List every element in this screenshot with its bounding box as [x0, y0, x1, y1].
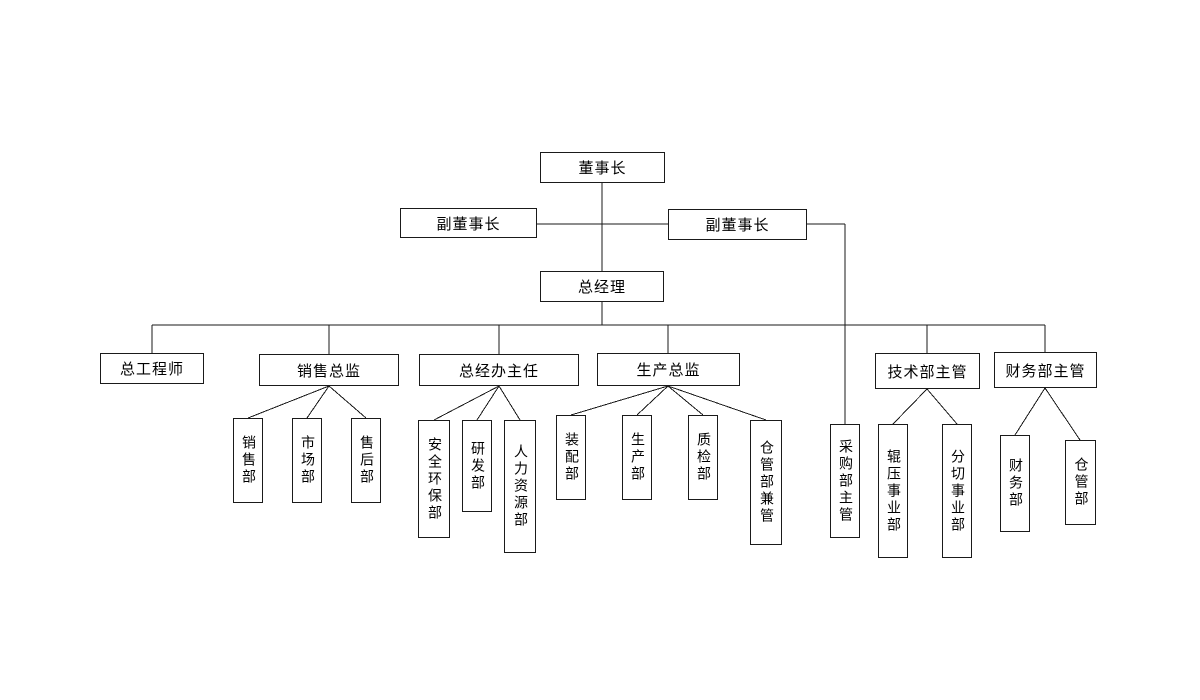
- org-node-warehouse-dept-label: 仓管部: [1072, 457, 1089, 508]
- org-node-finance-dept-manager-label: 财务部主管: [1005, 361, 1086, 380]
- org-node-general-manager: 总经理: [540, 271, 664, 302]
- org-node-safety-env-dept: 安全环保部: [418, 420, 450, 538]
- org-node-hr-dept-label: 人力资源部: [512, 444, 528, 529]
- org-node-sales-dept-label: 销售部: [240, 435, 256, 486]
- org-node-slitting-division-label: 分切事业部: [949, 448, 965, 534]
- org-node-sales-dept: 销售部: [233, 418, 263, 503]
- org-node-tech-dept-manager-label: 技术部主管: [887, 362, 968, 381]
- org-node-purchasing-manager: 采购部主管: [830, 424, 860, 538]
- org-node-warehouse-dept: 仓管部: [1065, 440, 1096, 525]
- org-node-slitting-division: 分切事业部: [942, 424, 972, 558]
- org-node-production-director: 生产总监: [597, 353, 740, 386]
- org-node-finance-dept: 财务部: [1000, 435, 1030, 532]
- org-node-purchasing-manager-label: 采购部主管: [837, 438, 853, 524]
- org-node-rd-dept-label: 研发部: [469, 440, 485, 492]
- org-node-warehouse-joint-dept-label: 仓管部兼管: [758, 440, 774, 525]
- org-node-safety-env-dept-label: 安全环保部: [426, 436, 442, 522]
- org-node-vice-chairman-left: 副董事长: [400, 208, 537, 238]
- org-node-assembly-dept-label: 装配部: [563, 432, 579, 483]
- org-node-general-manager-label: 总经理: [577, 278, 626, 296]
- org-node-chairman: 董事长: [540, 152, 665, 183]
- org-node-chairman-label: 董事长: [578, 159, 627, 177]
- org-node-quality-dept-label: 质检部: [695, 432, 711, 483]
- org-node-sales-director: 销售总监: [259, 354, 399, 386]
- org-node-market-dept-label: 市场部: [299, 435, 315, 486]
- org-node-finance-dept-manager: 财务部主管: [994, 352, 1097, 388]
- org-node-assembly-dept: 装配部: [556, 415, 586, 500]
- org-node-roll-press-division-label: 辊压事业部: [885, 448, 901, 534]
- org-node-tech-dept-manager: 技术部主管: [875, 353, 980, 389]
- org-node-vice-chairman-right-label: 副董事长: [705, 216, 770, 234]
- org-node-aftersales-dept: 售后部: [351, 418, 381, 503]
- org-node-finance-dept-label: 财务部: [1007, 458, 1023, 509]
- org-node-vice-chairman-right: 副董事长: [668, 209, 807, 240]
- org-node-aftersales-dept-label: 售后部: [358, 435, 374, 486]
- org-node-gm-office-director: 总经办主任: [419, 354, 579, 386]
- org-node-production-dept: 生产部: [622, 415, 652, 500]
- org-node-market-dept: 市场部: [292, 418, 322, 503]
- org-node-warehouse-joint-dept: 仓管部兼管: [750, 420, 782, 545]
- org-node-chief-engineer-label: 总工程师: [119, 360, 184, 378]
- org-node-production-dept-label: 生产部: [629, 432, 645, 483]
- org-node-production-director-label: 生产总监: [636, 361, 701, 379]
- org-node-quality-dept: 质检部: [688, 415, 718, 500]
- org-node-sales-director-label: 销售总监: [296, 361, 361, 380]
- org-node-chief-engineer: 总工程师: [100, 353, 204, 384]
- org-node-roll-press-division: 辊压事业部: [878, 424, 908, 558]
- org-node-hr-dept: 人力资源部: [504, 420, 536, 553]
- org-node-vice-chairman-left-label: 副董事长: [436, 214, 501, 233]
- org-node-gm-office-director-label: 总经办主任: [458, 361, 539, 380]
- org-node-rd-dept: 研发部: [462, 420, 492, 512]
